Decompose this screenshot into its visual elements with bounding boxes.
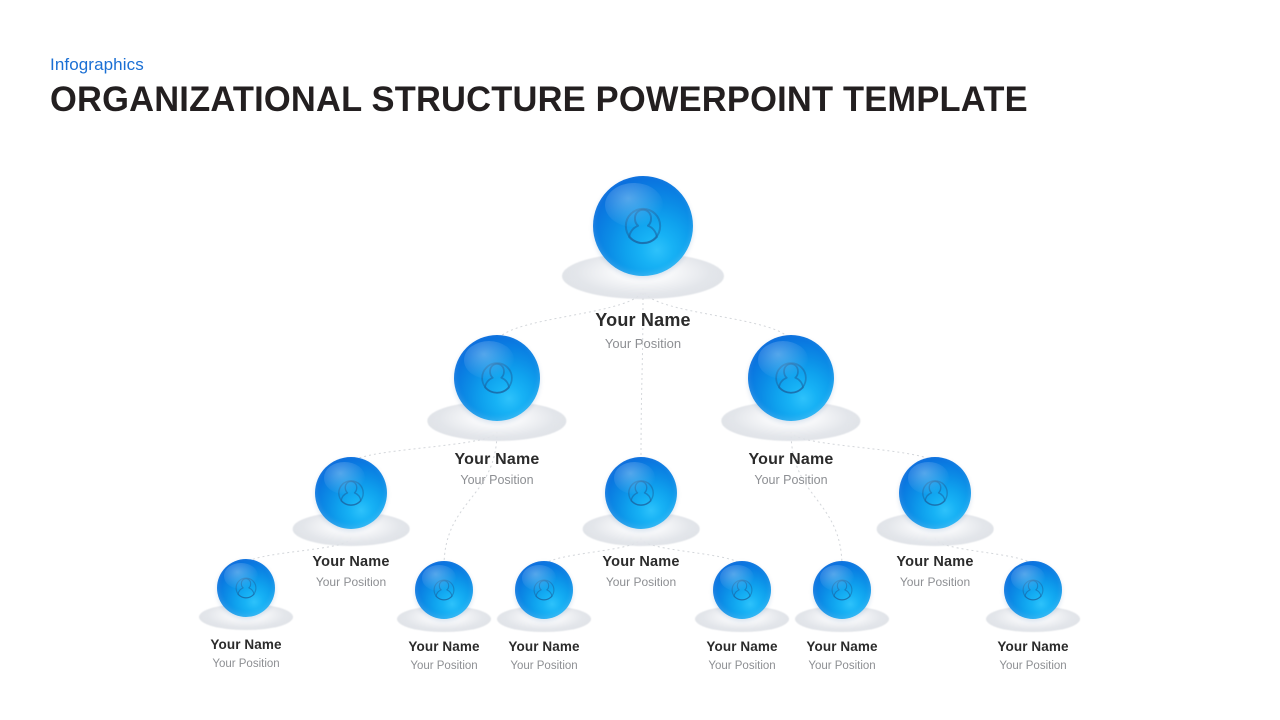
person-icon — [917, 475, 954, 512]
node-position-label: Your Position — [460, 473, 534, 488]
node-avatar[interactable] — [427, 335, 567, 446]
person-icon — [1018, 575, 1048, 605]
slide-header: Infographics ORGANIZATIONAL STRUCTURE PO… — [50, 56, 1230, 119]
org-node[interactable]: Your Name Your Position — [772, 561, 912, 673]
node-name-label: Your Name — [602, 553, 680, 570]
node-avatar[interactable] — [292, 457, 410, 550]
org-node[interactable]: Your Name Your Position — [571, 457, 711, 590]
node-position-label: Your Position — [808, 660, 876, 673]
node-sphere[interactable] — [813, 561, 871, 619]
node-position-label: Your Position — [604, 336, 682, 352]
person-icon — [827, 575, 857, 605]
node-sphere[interactable] — [217, 559, 275, 617]
person-icon — [623, 475, 660, 512]
node-name-label: Your Name — [408, 638, 480, 654]
node-position-label: Your Position — [510, 660, 578, 673]
org-node[interactable]: Your Name Your Position — [963, 561, 1103, 673]
node-avatar[interactable] — [582, 457, 700, 550]
node-name-label: Your Name — [595, 309, 691, 330]
org-node[interactable]: Your Name Your Position — [865, 457, 1005, 590]
node-name-label: Your Name — [997, 638, 1069, 654]
org-node[interactable]: Your Name Your Position — [281, 457, 421, 590]
person-icon — [429, 575, 459, 605]
node-position-label: Your Position — [754, 473, 828, 488]
node-position-label: Your Position — [708, 660, 776, 673]
node-sphere[interactable] — [415, 561, 473, 619]
node-position-label: Your Position — [315, 575, 387, 590]
node-avatar[interactable] — [986, 561, 1080, 636]
node-sphere[interactable] — [515, 561, 573, 619]
node-sphere[interactable] — [315, 457, 387, 529]
person-icon — [617, 200, 669, 252]
node-avatar[interactable] — [397, 561, 491, 636]
node-name-label: Your Name — [210, 636, 282, 652]
node-avatar[interactable] — [876, 457, 994, 550]
node-sphere[interactable] — [899, 457, 971, 529]
node-name-label: Your Name — [706, 638, 778, 654]
org-node[interactable]: Your Name Your Position — [721, 335, 861, 488]
person-icon — [475, 356, 520, 401]
person-icon — [529, 575, 559, 605]
person-icon — [333, 475, 370, 512]
node-name-label: Your Name — [806, 638, 878, 654]
node-position-label: Your Position — [212, 658, 280, 671]
node-avatar[interactable] — [795, 561, 889, 636]
node-avatar[interactable] — [497, 561, 591, 636]
org-node[interactable]: Your Name Your Position — [427, 335, 567, 488]
node-avatar[interactable] — [695, 561, 789, 636]
person-icon — [231, 573, 261, 603]
node-position-label: Your Position — [999, 660, 1067, 673]
org-node[interactable]: Your Name Your Position — [176, 559, 316, 671]
page-title: ORGANIZATIONAL STRUCTURE POWERPOINT TEMP… — [50, 80, 1028, 119]
eyebrow-label: Infographics — [50, 55, 144, 74]
node-sphere[interactable] — [593, 176, 693, 276]
node-sphere[interactable] — [748, 335, 834, 421]
node-name-label: Your Name — [748, 450, 834, 468]
node-name-label: Your Name — [312, 553, 390, 570]
org-node[interactable]: Your Name Your Position — [474, 561, 614, 673]
node-avatar[interactable] — [562, 176, 724, 305]
node-name-label: Your Name — [454, 450, 540, 468]
node-sphere[interactable] — [454, 335, 540, 421]
org-node[interactable]: Your Name Your Position — [374, 561, 514, 673]
org-node[interactable]: Your Name Your Position — [672, 561, 812, 673]
node-sphere[interactable] — [1004, 561, 1062, 619]
node-avatar[interactable] — [721, 335, 861, 446]
person-icon — [727, 575, 757, 605]
node-position-label: Your Position — [410, 660, 478, 673]
node-sphere[interactable] — [713, 561, 771, 619]
node-avatar[interactable] — [199, 559, 293, 634]
node-name-label: Your Name — [896, 553, 974, 570]
org-node[interactable]: Your Name Your Position — [562, 176, 724, 352]
node-position-label: Your Position — [605, 575, 677, 590]
node-position-label: Your Position — [899, 575, 971, 590]
node-name-label: Your Name — [508, 638, 580, 654]
person-icon — [769, 356, 814, 401]
node-sphere[interactable] — [605, 457, 677, 529]
